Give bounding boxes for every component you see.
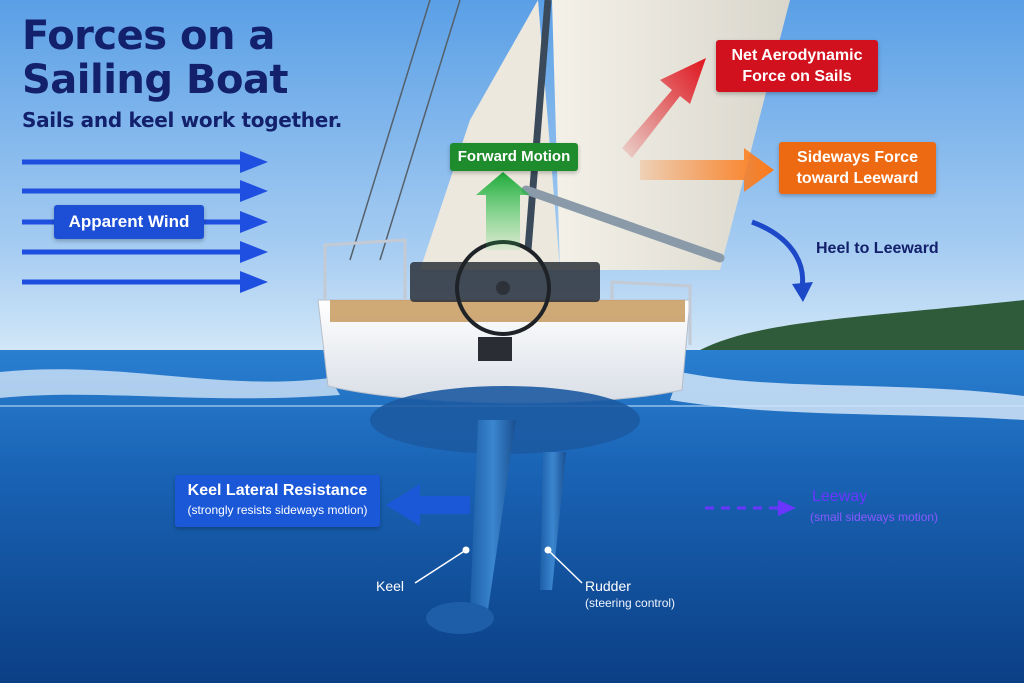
leeway-note: (small sideways motion) [810,510,939,524]
heel-label: Heel to Leeward [816,240,939,257]
shroud [379,0,461,261]
title-line-1: Forces on a [22,13,275,59]
leeway-label: Leeway [812,488,868,505]
keel-label: Keel [376,578,405,594]
net-force-label: Net Aerodynamic Force on Sails [716,40,878,92]
keel-leader-dot [462,546,470,554]
keel-leader [414,549,467,584]
apparent-wind-label: Apparent Wind [54,205,204,239]
forward-motion-label: Forward Motion [450,143,578,171]
keel-resistance-title: Keel Lateral Resistance [187,482,368,499]
distant-hill [700,300,1024,352]
sideways-force-arrow [640,148,774,192]
mast [524,0,552,251]
transom-display [478,337,512,361]
net-force-line-1: Net Aerodynamic [731,47,863,64]
rudder-note: (steering control) [585,596,676,610]
title-line-2: Sailing Boat [22,57,289,103]
wave-foam-left [0,369,340,399]
net-force-line-2: Force on Sails [742,68,852,85]
heel-arrow [751,219,806,289]
heel-arrowhead [792,282,813,302]
sideways-force-label: Sideways Force toward Leeward [779,142,936,194]
page-title: Forces on a Sailing Boat [22,14,342,102]
forestay [349,0,431,261]
boom [521,185,725,263]
rudder-label: Rudder [585,578,631,594]
rudder-leader-dot [544,546,552,554]
wheel-hub [496,281,510,295]
net-force-arrow [622,58,706,158]
keel-resistance-arrow [386,484,470,526]
rail-right [610,280,692,345]
keel-resistance-label: Keel Lateral Resistance (strongly resist… [175,475,380,527]
teak-deck [330,300,685,322]
headsail [420,0,560,270]
forward-motion-arrow [476,172,530,250]
rail-left [323,238,407,300]
page-subtitle: Sails and keel work together. [22,108,343,132]
sideways-line-1: Sideways Force [797,149,918,166]
keel-bulb [426,602,494,634]
keel-fin [470,420,516,610]
keel-resistance-note: (strongly resists sideways motion) [187,503,368,517]
rudder-leader [547,549,583,584]
rudder-blade [540,452,566,590]
wave-foam-right [670,372,1024,420]
title-block: Forces on a Sailing Boat Sails and keel … [22,14,342,132]
sideways-line-2: toward Leeward [796,170,919,187]
leeway-arrowhead [778,500,796,516]
